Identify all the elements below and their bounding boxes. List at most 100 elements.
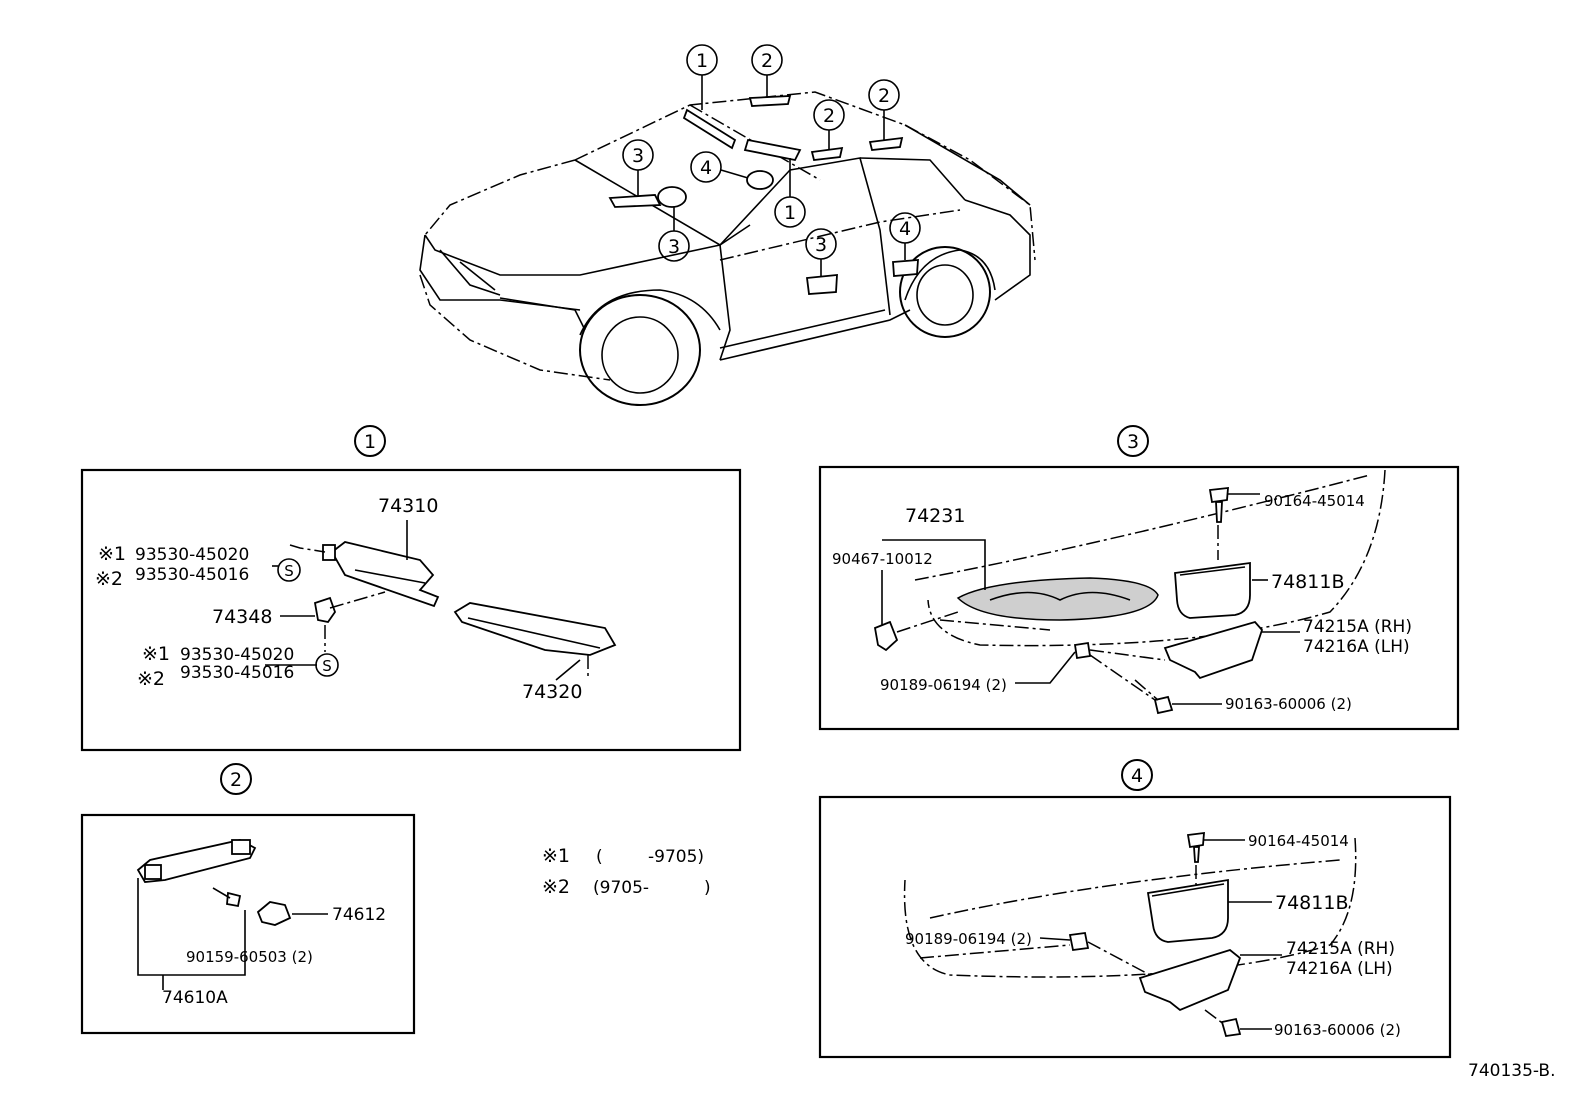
section-4-box — [818, 795, 1452, 1059]
note-2-close: ) — [704, 878, 711, 898]
pn-93530-45020-top: 93530-45020 — [135, 545, 249, 565]
callout-4-a: 4 — [690, 151, 749, 183]
bolt-90164-s4-shank — [1193, 846, 1200, 863]
clip-90467 — [873, 620, 899, 652]
nut-90189-s4 — [1068, 931, 1090, 952]
label-74610A: 74610A — [162, 988, 228, 1008]
sunvisor-sketch-2 — [743, 138, 802, 162]
svg-text:4: 4 — [700, 157, 712, 179]
grip-sketch-1 — [748, 95, 792, 107]
section-2-content: 74612 90159-60503 (2) 74610A — [136, 839, 386, 1008]
inner-part-sketch-3 — [746, 170, 774, 190]
grip-sketch-3 — [868, 136, 904, 151]
svg-text:3: 3 — [632, 145, 644, 167]
section-heading-2: 2 — [220, 763, 252, 795]
bracket-74215A — [1163, 620, 1264, 680]
inner-part-sketch-4 — [805, 273, 838, 295]
pn-93530-45016-bottom: 93530-45016 — [180, 663, 294, 683]
svg-text:3: 3 — [815, 234, 827, 256]
car-illustration — [419, 91, 1036, 406]
pn-90164-45014-s3: 90164-45014 — [1264, 492, 1365, 510]
nut-90189 — [1073, 641, 1092, 660]
lamp-box-74811B-s4 — [1146, 878, 1229, 943]
section-heading-1: 1 — [354, 425, 386, 457]
section-4-content: 90164-45014 74811B 90189-06194 (2) 74215… — [903, 831, 1401, 1039]
svg-text:3: 3 — [1127, 431, 1139, 453]
pn-90189-06194-s3: 90189-06194 (2) — [880, 676, 1007, 694]
label-74320: 74320 — [522, 681, 582, 703]
section-2-box — [80, 813, 416, 1035]
pn-90163-60006-s3: 90163-60006 (2) — [1225, 695, 1352, 713]
note-2-range: (9705- — [593, 878, 649, 898]
inner-part-sketch-1 — [608, 194, 662, 208]
svg-text:2: 2 — [230, 769, 242, 791]
label-74216A-s4: 74216A (LH) — [1286, 959, 1393, 979]
svg-text:4: 4 — [1131, 765, 1143, 787]
assist-grip — [136, 839, 257, 883]
car-callouts: 1 2 2 2 3 4 1 — [622, 44, 921, 276]
visor-holder-74348 — [313, 596, 337, 623]
svg-text:1: 1 — [784, 202, 796, 224]
callout-3-b: 3 — [658, 207, 690, 262]
note-mark-2: ※2 — [542, 876, 570, 898]
label-74216A-s3: 74216A (LH) — [1303, 637, 1410, 657]
svg-text:S: S — [322, 657, 332, 675]
cap-74612 — [256, 901, 292, 926]
callout-3-a: 3 — [622, 139, 654, 196]
svg-text:2: 2 — [823, 105, 835, 127]
model-year-notes: ※1 ( -9705) ※2 (9705- ) — [542, 845, 711, 898]
svg-text:2: 2 — [878, 85, 890, 107]
section-3-content: 74231 90467-10012 90164-45014 74811B 742… — [832, 469, 1412, 715]
screw-marker-s-top — [277, 558, 301, 582]
bolt-90164-shank — [1215, 501, 1223, 523]
bolt-90164 — [1208, 486, 1229, 504]
pn-90159-60503: 90159-60503 (2) — [186, 948, 313, 966]
svg-text:2: 2 — [761, 50, 773, 72]
section-1-content: S S 74310 74348 74320 ※1 93530-45020 ※2 … — [95, 495, 617, 703]
label-74811B-s3: 74811B — [1271, 571, 1344, 593]
section-heading-3: 3 — [1117, 425, 1149, 457]
section-3-box — [818, 465, 1460, 731]
pn-90163-60006-s4: 90163-60006 (2) — [1274, 1021, 1401, 1039]
svg-text:3: 3 — [668, 236, 680, 258]
inner-part-sketch-2 — [657, 186, 687, 208]
figure-id: 740135-B. — [1468, 1061, 1556, 1081]
grip-end-cap-2 — [144, 864, 162, 880]
screw-marker-s-bottom — [315, 653, 339, 677]
callout-1-top: 1 — [686, 44, 718, 110]
label-74612: 74612 — [332, 905, 386, 925]
callout-3-c: 3 — [805, 228, 837, 276]
screw-90163-s4 — [1220, 1017, 1242, 1038]
sunvisor-74310 — [330, 541, 440, 608]
section-heading-4: 4 — [1121, 759, 1153, 791]
note-mark-1-top: ※1 — [98, 543, 126, 565]
pn-93530-45016-top: 93530-45016 — [135, 565, 249, 585]
pn-93530-45020-bottom: 93530-45020 — [180, 645, 294, 665]
bolt-90164-s4 — [1186, 831, 1205, 849]
note-1-open: ( — [596, 847, 603, 867]
pn-90164-45014-s4: 90164-45014 — [1248, 832, 1349, 850]
svg-text:1: 1 — [696, 50, 708, 72]
note-1-range: -9705) — [648, 847, 704, 867]
sunvisor-sketch-1 — [682, 108, 737, 150]
bracket-74215A-s4 — [1138, 948, 1242, 1012]
lamp-box-74811B — [1174, 561, 1251, 619]
screw-90159 — [226, 891, 242, 908]
label-74231: 74231 — [905, 505, 965, 527]
callout-1-bottom: 1 — [774, 158, 806, 228]
label-74215A-s3: 74215A (RH) — [1303, 617, 1412, 637]
label-74310: 74310 — [378, 495, 438, 517]
note-mark-1: ※1 — [542, 845, 570, 867]
sunvisor-74320 — [453, 602, 617, 656]
inner-part-sketch-5 — [892, 259, 919, 277]
note-mark-1-bottom: ※1 — [142, 643, 170, 665]
label-74215A-s4: 74215A (RH) — [1286, 939, 1395, 959]
label-74348: 74348 — [212, 606, 272, 628]
callout-2-c: 2 — [868, 79, 900, 140]
callout-2-b: 2 — [813, 99, 845, 150]
callout-4-b: 4 — [889, 212, 921, 260]
note-mark-2-top: ※2 — [95, 568, 123, 590]
svg-text:1: 1 — [364, 431, 376, 453]
